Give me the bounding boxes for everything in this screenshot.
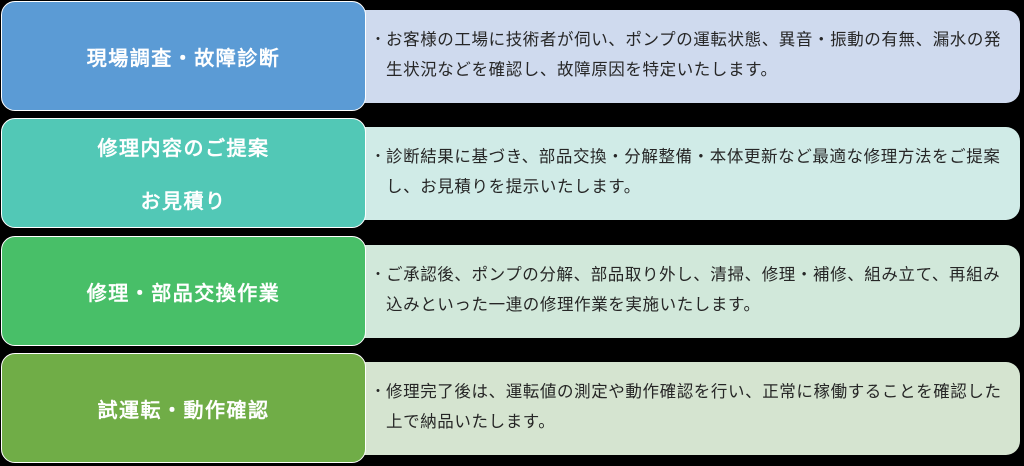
step-row-3: ・ ご承認後、ポンプの分解、部品取り外し、清掃、修理・補修、組み立て、再組み込み… bbox=[0, 236, 1024, 348]
bullet-icon: ・ bbox=[371, 32, 386, 48]
step-3-description: ご承認後、ポンプの分解、部品取り外し、清掃、修理・補修、組み立て、再組み込みとい… bbox=[386, 265, 1001, 314]
step-4-description: 修理完了後は、運転値の測定や動作確認を行い、正常に稼働することを確認した上で納品… bbox=[386, 382, 1002, 431]
step-1-box: 現場調査・故障診断 bbox=[1, 1, 366, 111]
step-3-box: 修理・部品交換作業 bbox=[1, 236, 366, 346]
step-2-box: 修理内容のご提案 お見積り bbox=[1, 118, 366, 228]
step-2-title-line-1: 修理内容のご提案 bbox=[97, 136, 270, 160]
bullet-icon: ・ bbox=[371, 267, 386, 283]
step-row-4: ・ 修理完了後は、運転値の測定や動作確認を行い、正常に稼働することを確認した上で… bbox=[0, 353, 1024, 465]
step-row-2: ・ 診断結果に基づき、部品交換・分解整備・本体更新など最適な修理方法をご提案し、… bbox=[0, 118, 1024, 230]
step-1-description: お客様の工場に技術者が伺い、ポンプの運転状態、異音・振動の有無、漏水の発生状況な… bbox=[386, 30, 1002, 79]
step-4-title: 試運転・動作確認 bbox=[97, 397, 270, 422]
step-1-description-panel: ・ お客様の工場に技術者が伺い、ポンプの運転状態、異音・振動の有無、漏水の発生状… bbox=[330, 10, 1020, 103]
step-4-box: 試運転・動作確認 bbox=[1, 353, 366, 463]
bullet-icon: ・ bbox=[371, 149, 386, 165]
step-1-title: 現場調査・故障診断 bbox=[86, 45, 281, 70]
step-3-title: 修理・部品交換作業 bbox=[86, 280, 281, 305]
bullet-icon: ・ bbox=[371, 384, 386, 400]
step-3-description-panel: ・ ご承認後、ポンプの分解、部品取り外し、清掃、修理・補修、組み立て、再組み込み… bbox=[330, 245, 1020, 338]
step-row-1: ・ お客様の工場に技術者が伺い、ポンプの運転状態、異音・振動の有無、漏水の発生状… bbox=[0, 1, 1024, 113]
step-4-description-panel: ・ 修理完了後は、運転値の測定や動作確認を行い、正常に稼働することを確認した上で… bbox=[330, 362, 1020, 455]
step-2-description: 診断結果に基づき、部品交換・分解整備・本体更新など最適な修理方法をご提案し、お見… bbox=[386, 147, 1001, 196]
step-2-title-line-2: お見積り bbox=[140, 189, 227, 213]
step-2-description-panel: ・ 診断結果に基づき、部品交換・分解整備・本体更新など最適な修理方法をご提案し、… bbox=[330, 127, 1020, 220]
